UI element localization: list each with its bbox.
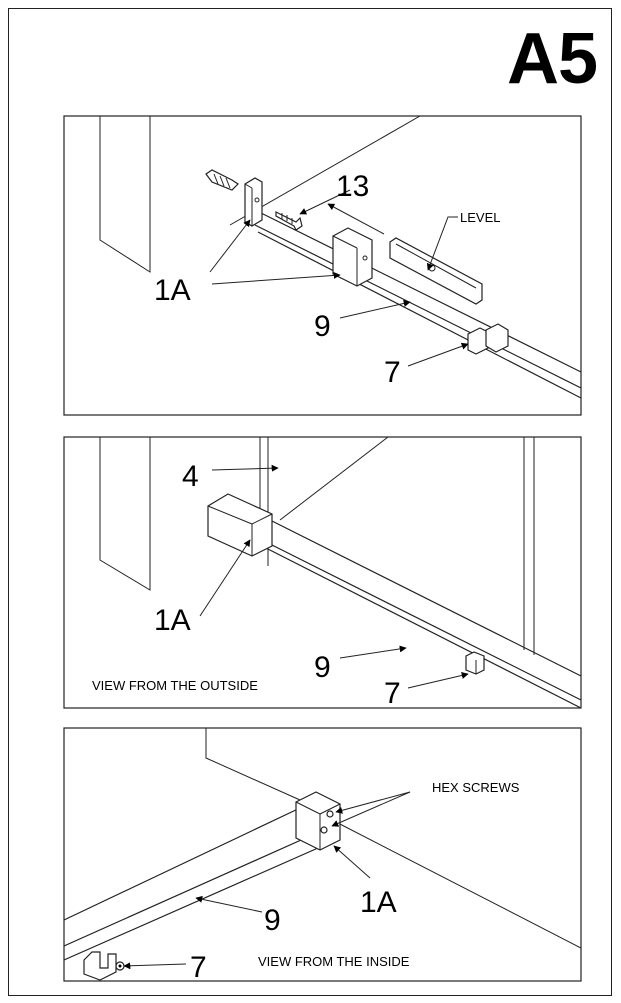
callout-9: 9 [314,310,331,343]
leader-7 [407,672,469,689]
wall-anchor [205,169,239,191]
part-7-block [465,651,485,675]
leader-level [426,216,458,271]
leader-hex-top [335,791,411,814]
wall [99,437,151,591]
callout-13: 13 [336,170,369,203]
callout-1a: 1A [154,604,191,637]
leader-9 [195,895,263,913]
leader-7 [407,342,469,367]
bracket-1a [295,791,341,851]
caption-inside: VIEW FROM THE INSIDE [258,954,410,969]
callout-1a: 1A [360,886,397,919]
wall [99,116,151,273]
caption-outside: VIEW FROM THE OUTSIDE [92,678,258,693]
callout-7: 7 [384,356,401,389]
rail-9 [254,209,581,399]
panel-1-frame [63,115,582,416]
leader-1a-mid [211,271,341,285]
step-title: A5 [506,19,598,99]
callout-1a: 1A [154,274,191,307]
hex-screw-top [326,810,334,818]
hex-screw-bottom [320,826,328,834]
leader-9 [339,299,411,319]
panel-2-frame [63,436,582,709]
mounting-bracket-1a [332,227,373,287]
panel-2-drawing [99,437,581,708]
leader-1a-wall [209,219,251,273]
callout-hex-screws: HEX SCREWS [432,780,520,795]
bracket-1a [207,493,273,557]
panel-3: HEX SCREWS 9 1A 7 VIEW FROM THE INSIDE [63,727,582,984]
part-7-block [467,323,509,355]
callout-7: 7 [384,677,401,710]
screw-13 [275,211,303,231]
leader-1a [199,539,251,617]
callout-9: 9 [264,904,281,937]
callout-level: LEVEL [460,210,500,225]
panel-3-drawing [64,728,581,981]
leader-hex-bottom [331,791,411,827]
leader-9 [339,645,407,659]
callout-7: 7 [190,951,207,984]
level-tool [389,237,483,305]
rail-9 [261,515,581,708]
leader-7 [123,962,187,970]
leader-1a [333,845,371,879]
callout-4: 4 [182,460,199,493]
wall [205,728,301,801]
panel-1-drawing [99,116,581,399]
panel-1: 13 LEVEL 1A 9 7 [63,115,582,416]
panel-2: 4 1A 9 VIEW FROM THE OUTSIDE 7 [63,436,582,710]
part-7-clip [83,951,125,981]
panel-3-frame [63,727,582,982]
rail-9 [64,807,319,961]
instruction-page: A5 [8,8,612,996]
leader-13 [299,189,351,215]
direction-arrow [327,203,385,235]
callout-9: 9 [314,651,331,684]
wall-bracket-1a [244,177,263,227]
leader-4 [211,464,279,472]
